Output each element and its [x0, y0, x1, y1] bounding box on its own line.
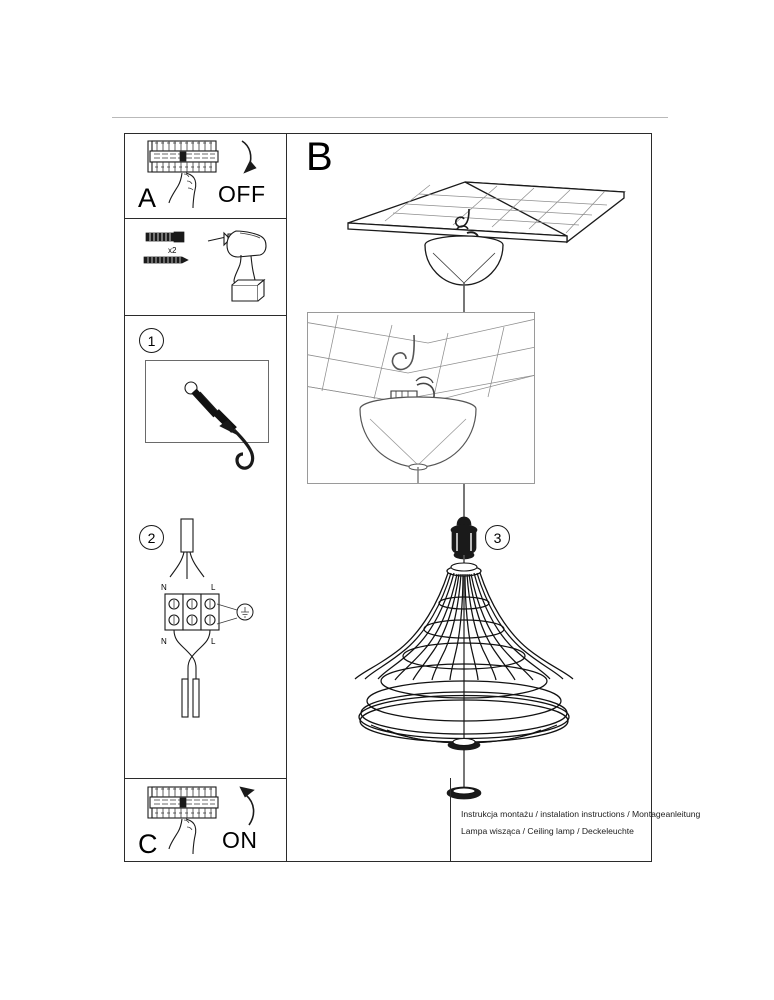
main-frame-border [124, 133, 652, 862]
panel-a-breaker-off: A OFF [124, 133, 287, 219]
footer-line-2: Lampa wisząca / Ceiling lamp / Deckeleuc… [461, 826, 634, 836]
curved-arrow-down-icon [241, 140, 257, 174]
hand-pointing-icon [168, 172, 197, 209]
panel-tools-drill: x2 [124, 219, 287, 316]
terminal-label-l-bottom: L [211, 637, 216, 646]
ceiling-hook-icon [454, 208, 470, 228]
section-b-assembly: B 3 [287, 133, 700, 862]
terminal-label-n-bottom: N [161, 637, 167, 646]
wiring-diagram-icon: N L [161, 518, 254, 718]
circuit-breaker-panel-icon [147, 140, 257, 209]
cage-pendant-shade-icon [354, 562, 574, 751]
canopy-cone-icon [359, 396, 477, 471]
panel-c-letter: C [138, 829, 158, 859]
ceiling-hook-icon [391, 334, 415, 371]
top-divider-rule [112, 117, 668, 118]
panel-step-2: 2 N L [124, 511, 287, 778]
terminal-label-l-top: L [211, 583, 216, 592]
canopy-cone-icon [424, 235, 504, 286]
left-instruction-column: A OFF [124, 133, 287, 862]
section-b-letter: B [306, 135, 333, 179]
step-3-number: 3 [485, 525, 510, 550]
hook-screw-icon [184, 381, 255, 470]
step-2-number: 2 [139, 525, 164, 550]
panel-c-breaker-on: C ON [124, 778, 287, 862]
bottom-finial-icon [446, 786, 482, 800]
curved-arrow-up-icon [239, 786, 255, 826]
earth-ground-icon [216, 603, 254, 625]
step-1-number: 1 [139, 328, 164, 353]
terminal-label-n-top: N [161, 583, 167, 592]
footer-line-1: Instrukcja montażu / instalation instruc… [461, 809, 701, 819]
anchor-quantity-label: x2 [168, 246, 177, 255]
wall-anchor-icon [145, 231, 185, 243]
panel-step-1: 1 [124, 316, 287, 511]
detail-inset-panel [307, 312, 535, 484]
lamp-socket-icon [450, 516, 478, 560]
circuit-breaker-panel-icon [147, 786, 255, 855]
ceiling-tiles-icon [347, 181, 626, 244]
hand-pointing-icon [168, 818, 197, 855]
cordless-drill-icon [207, 230, 267, 302]
footer-text-block: Instrukcja montażu / instalation instruc… [450, 778, 774, 862]
panel-c-action-label: ON [222, 827, 258, 853]
panel-a-action-label: OFF [218, 181, 266, 207]
ceiling-tiles-icon [308, 314, 534, 406]
screw-icon [143, 256, 189, 264]
panel-a-letter: A [138, 183, 157, 213]
